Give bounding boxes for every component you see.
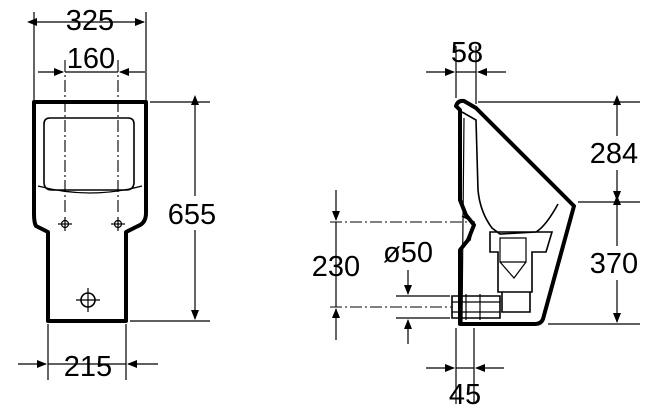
mounting-hole-right-icon (111, 217, 125, 231)
dim-base-width: 215 (64, 351, 112, 383)
dim-height: 655 (168, 199, 216, 231)
dim-top-depth: 58 (451, 37, 483, 69)
dim-overall-width: 325 (66, 5, 114, 37)
side-urinal-outline (454, 98, 576, 326)
front-urinal-outline (32, 100, 148, 323)
mounting-hole-left-icon (58, 217, 72, 231)
dim-upper-height: 284 (590, 138, 638, 170)
dim-inlet-spacing: 160 (67, 43, 115, 75)
front-bowl-inner (43, 117, 135, 191)
side-bowl-inner (461, 111, 559, 235)
dim-outlet-offset: 45 (449, 379, 481, 411)
side-view: 58 284 370 230 ø50 45 (312, 37, 650, 411)
dim-lower-height: 370 (590, 248, 638, 280)
dim-inlet-height: 230 (312, 251, 360, 283)
siphon-trap (489, 231, 554, 313)
front-view: 325 160 655 215 (18, 5, 222, 383)
outlet-pipe (451, 294, 501, 320)
drain-crosshair-icon (76, 288, 100, 312)
front-bowl-rim (37, 185, 143, 194)
dim-outlet-diameter: ø50 (383, 237, 433, 269)
